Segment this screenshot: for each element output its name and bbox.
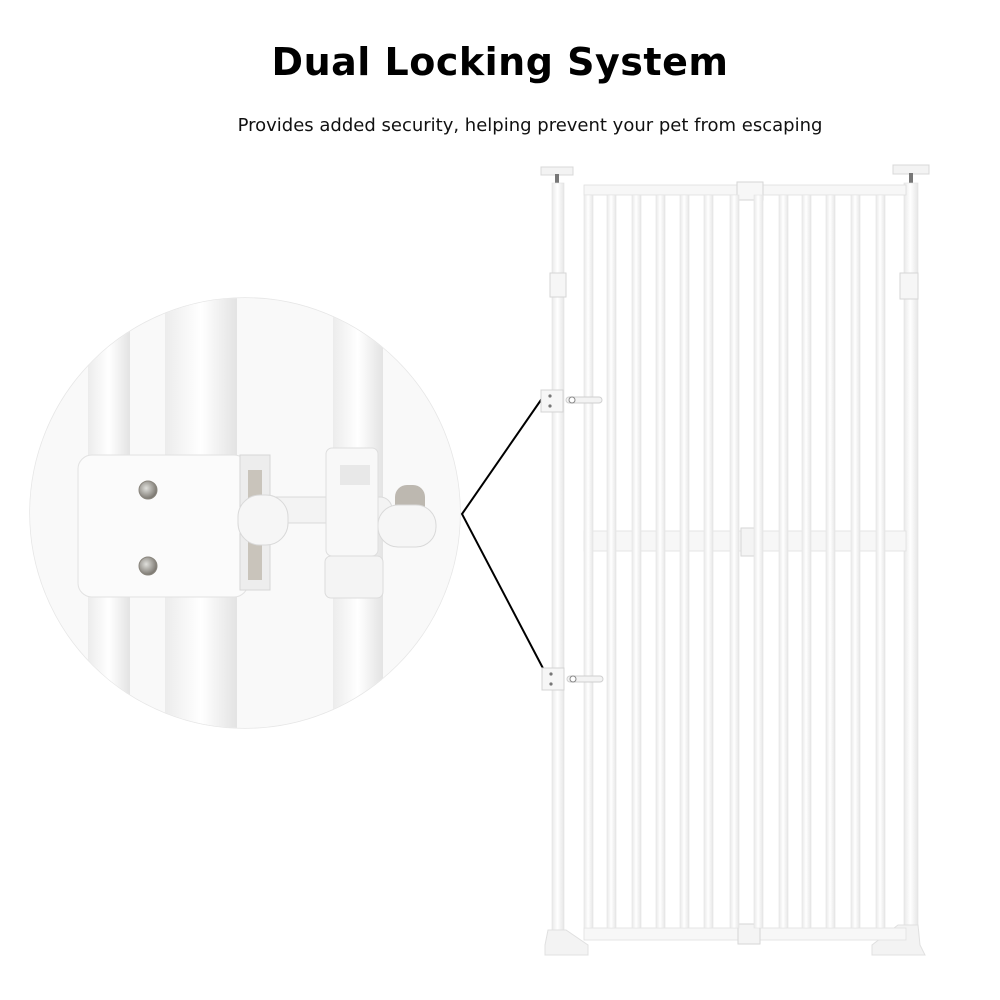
- page-title: Dual Locking System: [271, 40, 729, 84]
- lower-latch: [541, 667, 604, 691]
- callout-lines: [460, 396, 547, 675]
- page-subtitle: Provides added security, helping prevent…: [237, 115, 823, 136]
- gate-illustration: [540, 164, 930, 956]
- latch-closeup-callout: [29, 297, 461, 729]
- upper-latch: [540, 389, 603, 413]
